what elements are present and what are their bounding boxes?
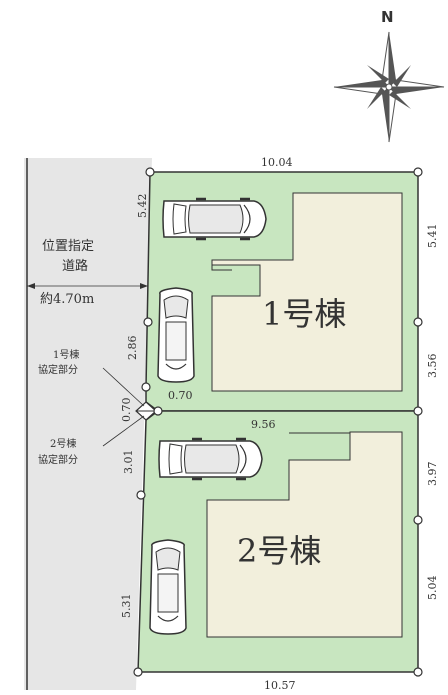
car-lot2-lower [149, 539, 187, 635]
road-width-arrow-left [27, 283, 35, 289]
building-2-name: 2号棟 [237, 532, 321, 570]
dim-lot2-left-lower: 5.31 [120, 594, 133, 619]
dim-lot2-right-lower: 5.04 [426, 576, 439, 601]
note-lot1-agreement-line1: 1号棟 [53, 348, 79, 361]
dim-lot1-left-upper: 5.42 [136, 194, 149, 219]
road-label-line1: 位置指定 [42, 239, 94, 254]
dim-corner-height: 0.70 [120, 398, 133, 423]
leader-line-1 [102, 367, 145, 407]
dim-corner-width: 0.70 [168, 389, 193, 402]
building-2-footprint [206, 431, 403, 638]
car-lot1-lower [157, 287, 195, 383]
dim-lot1-right-lower: 3.56 [426, 354, 439, 379]
dim-top: 10.04 [261, 156, 293, 169]
dim-lot1-right-upper: 5.41 [426, 224, 439, 249]
car-lot2-upper [157, 437, 264, 481]
dim-lot2-left-upper: 3.01 [122, 450, 135, 475]
dim-lot1-left-lower: 2.86 [126, 336, 139, 361]
road-label-line2: 道路 [62, 258, 88, 274]
note-lot1-agreement-line2: 協定部分 [38, 363, 78, 376]
road-area [24, 158, 152, 690]
leader-line-2 [102, 415, 145, 447]
dim-lot2-right-upper: 3.97 [426, 462, 439, 487]
road-label-line3: 約4.70m [40, 292, 94, 307]
car-lot1-upper [161, 197, 268, 241]
note-lot2-agreement-line1: 2号棟 [50, 437, 76, 450]
parking-line-1 [211, 260, 232, 271]
building-1-name: 1号棟 [262, 295, 346, 333]
note-lot2-agreement-line2: 協定部分 [38, 453, 78, 466]
compass-rose-icon [333, 31, 445, 143]
compass-north-label: N [381, 8, 394, 26]
dim-boundary: 9.56 [251, 418, 276, 431]
boundary-markers [133, 167, 423, 677]
building-1-footprint [211, 192, 403, 392]
dim-bottom: 10.57 [264, 679, 296, 690]
road-width-arrow-right [140, 283, 148, 289]
